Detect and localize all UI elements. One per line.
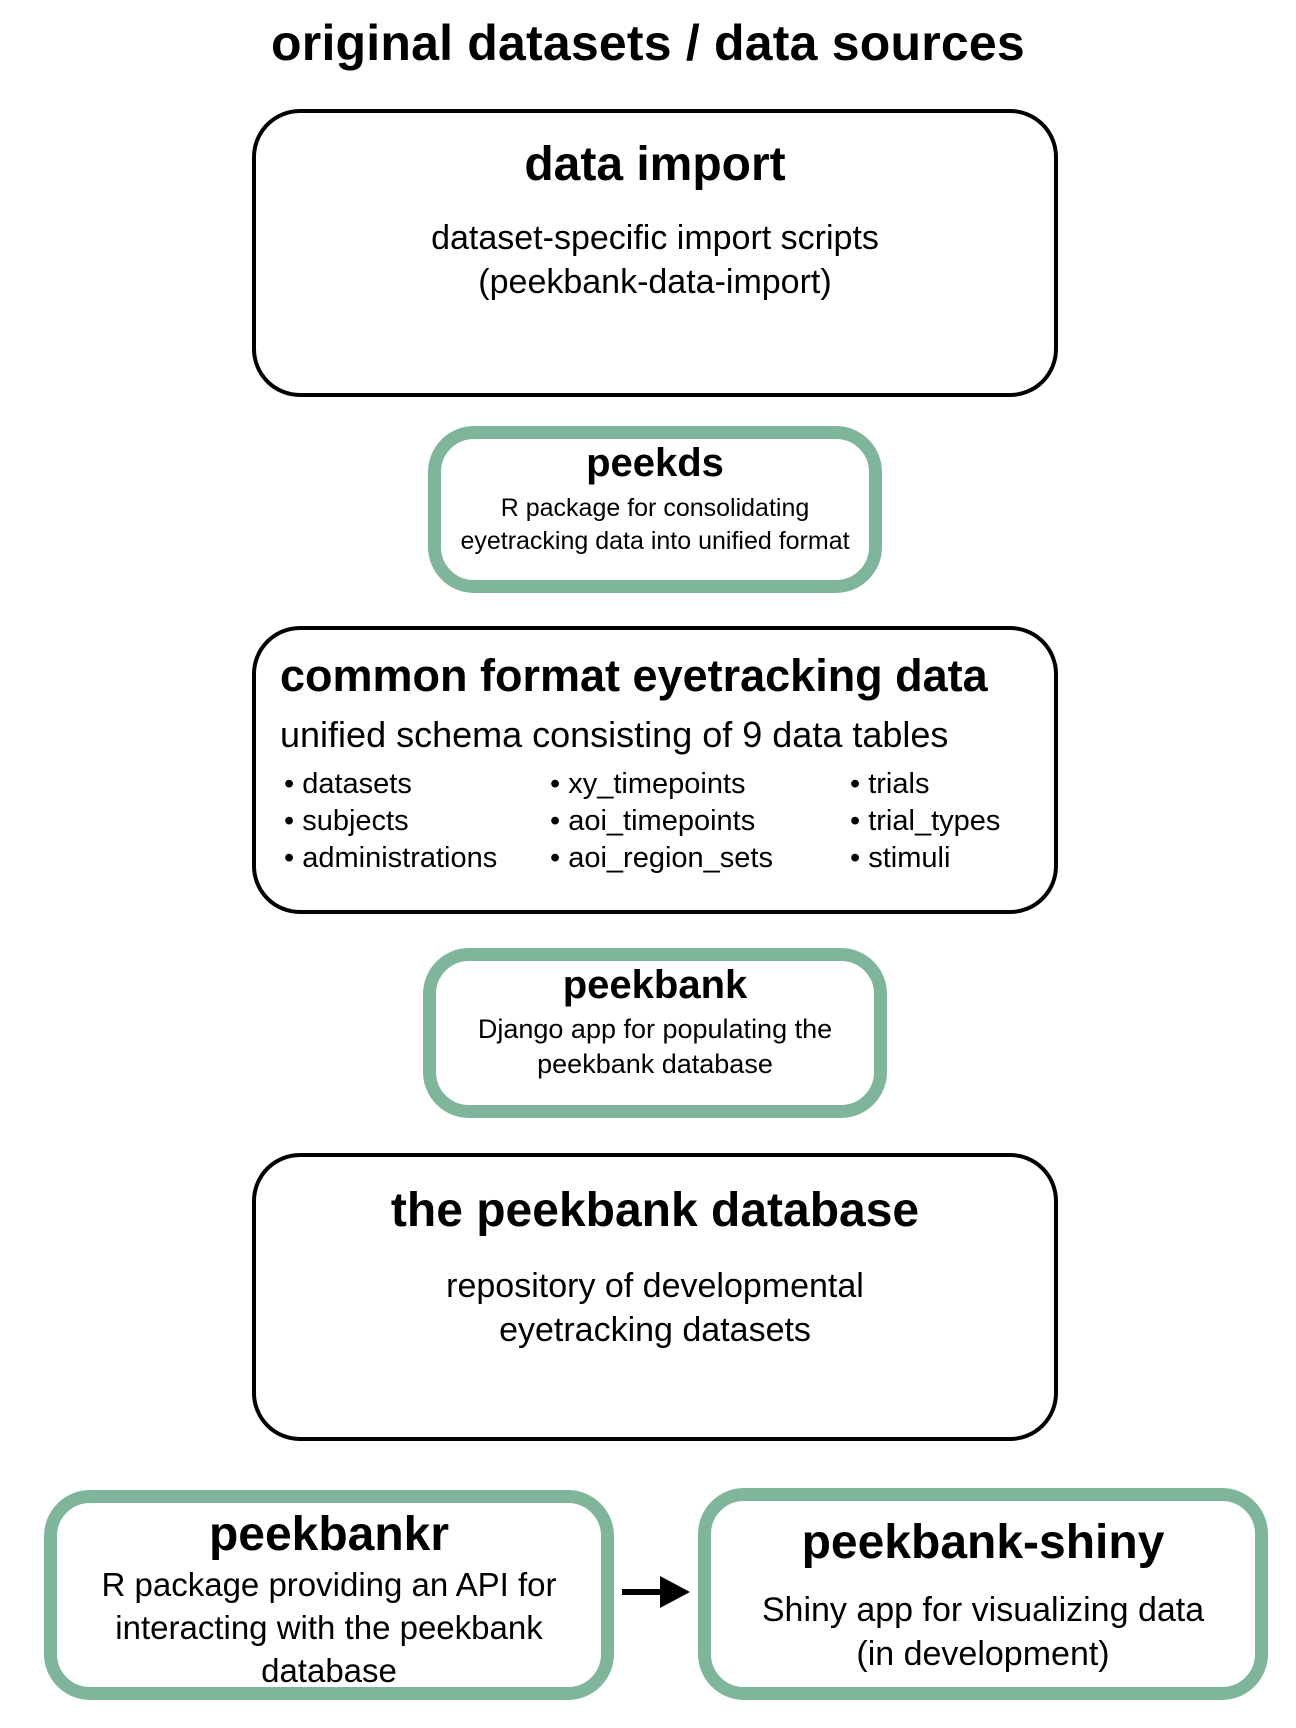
- peekbankr-line2: interacting with the peekbank: [115, 1609, 543, 1646]
- table-column-3: • trials • trial_types • stimuli: [850, 766, 1000, 877]
- database-line1: repository of developmental: [446, 1267, 864, 1305]
- table-item-xy-timepoints: • xy_timepoints: [550, 768, 746, 800]
- peekds-heading: peekds: [586, 441, 724, 485]
- peekbank-heading: peekbank: [562, 963, 748, 1007]
- shiny-line1: Shiny app for visualizing data: [761, 1591, 1205, 1629]
- common-format-box: common format eyetracking data unified s…: [252, 626, 1058, 914]
- table-column-2: • xy_timepoints • aoi_timepoints • aoi_r…: [550, 766, 773, 877]
- peekbank-line1: Django app for populating the: [477, 1014, 833, 1044]
- peekbankr-line1: R package providing an API for: [101, 1566, 557, 1603]
- table-column-1: • datasets • subjects • administrations: [284, 766, 497, 877]
- peekbank-line2: peekbank database: [537, 1049, 773, 1079]
- database-line2: eyetracking datasets: [499, 1311, 811, 1349]
- peekbankr-heading: peekbankr: [208, 1508, 450, 1561]
- peekds-line2: eyetracking data into unified format: [460, 527, 850, 555]
- peekds-line1: R package for consolidating: [500, 494, 810, 522]
- peekbankr-box: peekbankr R package providing an API for…: [44, 1490, 614, 1700]
- right-arrow-icon: [622, 1576, 690, 1608]
- table-item-administrations: • administrations: [284, 842, 498, 874]
- table-item-subjects: • subjects: [284, 805, 409, 837]
- common-format-subheading: unified schema consisting of 9 data tabl…: [280, 714, 949, 755]
- table-item-datasets: • datasets: [284, 768, 412, 800]
- peekbank-shiny-box: peekbank-shiny Shiny app for visualizing…: [698, 1488, 1268, 1700]
- data-import-line1: dataset-specific import scripts: [431, 219, 879, 257]
- peekbankr-line3: database: [261, 1652, 397, 1689]
- data-import-box: data import dataset-specific import scri…: [252, 109, 1058, 397]
- shiny-line2: (in development): [856, 1635, 1110, 1673]
- peekbank-box: peekbank Django app for populating the p…: [423, 948, 887, 1118]
- table-item-stimuli: • stimuli: [850, 842, 951, 874]
- data-import-line2: (peekbank-data-import): [478, 263, 832, 301]
- common-format-heading: common format eyetracking data: [280, 650, 988, 701]
- table-item-aoi-timepoints: • aoi_timepoints: [550, 805, 756, 837]
- data-import-heading: data import: [524, 138, 786, 191]
- shiny-heading: peekbank-shiny: [801, 1516, 1165, 1569]
- database-heading: the peekbank database: [390, 1184, 920, 1237]
- diagram-title: original datasets / data sources: [271, 15, 1025, 71]
- table-item-aoi-region-sets: • aoi_region_sets: [550, 842, 773, 874]
- peekbank-database-box: the peekbank database repository of deve…: [252, 1153, 1058, 1441]
- table-item-trial-types: • trial_types: [850, 805, 1001, 837]
- peekds-box: peekds R package for consolidating eyetr…: [428, 426, 882, 593]
- table-item-trials: • trials: [850, 768, 930, 800]
